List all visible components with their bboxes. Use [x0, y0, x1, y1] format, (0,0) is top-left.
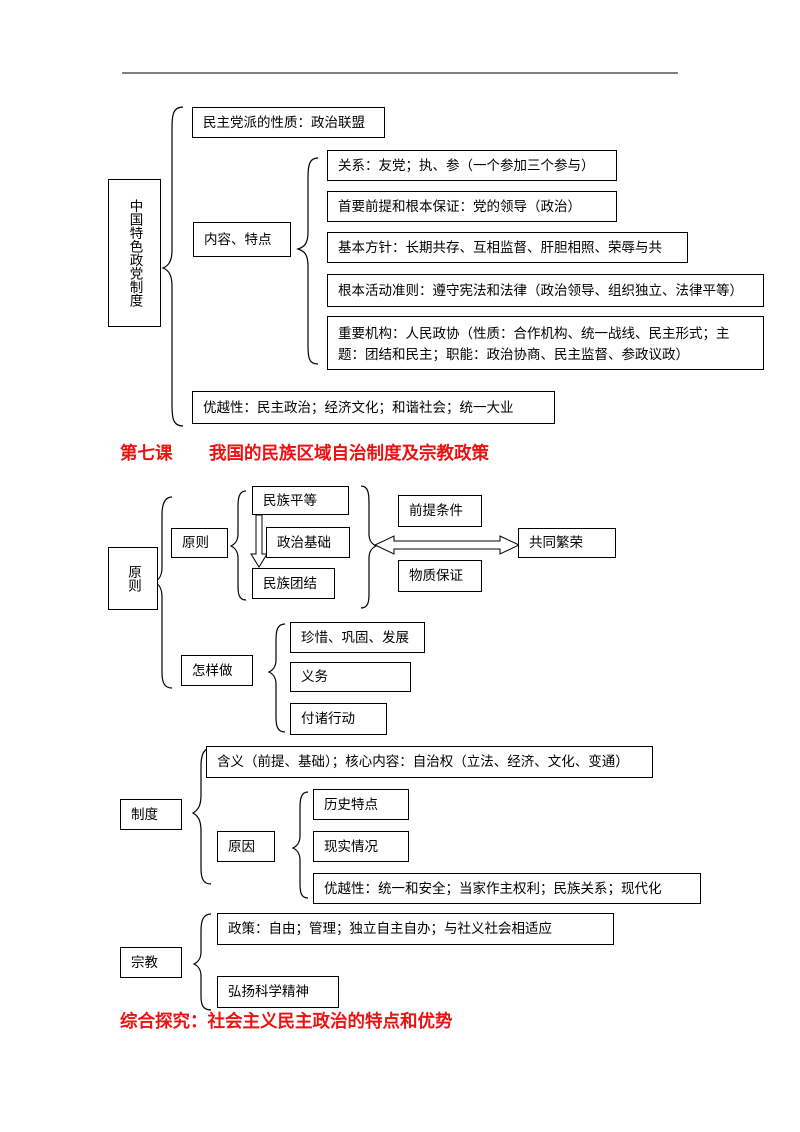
node-science-label: 弘扬科学精神 — [228, 984, 309, 1000]
node-advantage-label: 优越性：统一和安全；当家作主权利；民族关系；现代化 — [324, 880, 662, 897]
node-precondition-label: 前提条件 — [409, 503, 463, 519]
brace-how-items — [267, 623, 286, 733]
node-reality: 现实情况 — [313, 831, 409, 862]
node-nature: 民主党派的性质：政治联盟 — [192, 107, 385, 138]
root-principle: 原则 — [108, 547, 158, 610]
node-principle-label: 原则 — [182, 535, 209, 551]
node-reason: 原因 — [217, 831, 275, 862]
heading-lesson7: 第七课 我国的民族区域自治制度及宗教政策 — [120, 444, 490, 464]
root-party-system-label: 中国特色政党制度 — [126, 199, 143, 307]
node-how: 怎样做 — [181, 655, 253, 686]
node-prosperity: 共同繁荣 — [518, 528, 616, 558]
node-duty: 义务 — [290, 662, 411, 692]
node-action: 付诸行动 — [290, 703, 387, 735]
node-principle: 原则 — [171, 528, 228, 558]
root-principle-label: 原则 — [125, 565, 141, 592]
node-unity: 民族团结 — [252, 568, 335, 599]
brace-principle-items — [229, 490, 247, 601]
node-cppcc-label: 重要机构：人民政协（性质：合作机构、统一战线、民主形式；主题：团结和民主；职能：… — [338, 326, 730, 363]
node-meaning-label: 含义（前提、基础）；核心内容：自治权（立法、经济、文化、变通） — [217, 754, 629, 770]
node-unity-label: 民族团结 — [263, 575, 317, 592]
root-system: 制度 — [120, 799, 182, 830]
root-religion-label: 宗教 — [131, 954, 158, 971]
node-history-label: 历史特点 — [324, 796, 378, 813]
node-religion-policy-label: 政策：自由；管理；独立自主自办；与社义社会相适应 — [228, 921, 552, 937]
root-party-system: 中国特色政党制度 — [108, 179, 161, 327]
node-rule-label: 根本活动准则：遵守宪法和法律（政治领导、组织独立、法律平等） — [338, 282, 743, 299]
node-premise-label: 首要前提和根本保证：党的领导（政治） — [338, 198, 581, 215]
node-equality-label: 民族平等 — [263, 492, 317, 509]
node-content-label: 内容、特点 — [204, 231, 272, 248]
arrow-equality-to-unity — [250, 514, 268, 568]
node-religion-policy: 政策：自由；管理；独立自主自办；与社义社会相适应 — [217, 913, 614, 945]
node-advantage: 优越性：统一和安全；当家作主权利；民族关系；现代化 — [313, 873, 701, 904]
node-action-label: 付诸行动 — [301, 711, 355, 727]
node-reason-label: 原因 — [228, 838, 255, 855]
heading-synthesis: 综合探究：社会主义民主政治的特点和优势 — [120, 1012, 453, 1032]
node-material-label: 物质保证 — [409, 568, 463, 584]
brace-religion — [192, 913, 212, 1011]
node-policy-label: 基本方针：长期共存、互相监督、肝胆相照、荣辱与共 — [338, 239, 662, 256]
brace-content-items — [296, 157, 319, 365]
node-relation-label: 关系：友党；执、参（一个参加三个参与） — [338, 157, 595, 174]
node-premise: 首要前提和根本保证：党的领导（政治） — [327, 191, 617, 222]
node-meaning: 含义（前提、基础）；核心内容：自治权（立法、经济、文化、变通） — [206, 746, 653, 778]
node-prosperity-label: 共同繁荣 — [529, 535, 583, 551]
node-nature-label: 民主党派的性质：政治联盟 — [203, 114, 365, 131]
node-history: 历史特点 — [313, 789, 409, 820]
node-cppcc: 重要机构：人民政协（性质：合作机构、统一战线、民主形式；主题：团结和民主；职能：… — [327, 316, 764, 370]
brace-party-system — [161, 106, 184, 427]
node-superiority: 优越性：民主政治；经济文化；和谐社会；统一大业 — [192, 391, 555, 424]
node-science: 弘扬科学精神 — [217, 976, 339, 1008]
node-how-label: 怎样做 — [192, 662, 233, 679]
node-superiority-label: 优越性：民主政治；经济文化；和谐社会；统一大业 — [203, 399, 514, 416]
brace-reason-items — [291, 791, 309, 899]
node-relation: 关系：友党；执、参（一个参加三个参与） — [327, 150, 617, 181]
node-reality-label: 现实情况 — [324, 838, 378, 855]
node-cherish-label: 珍惜、巩固、发展 — [301, 629, 409, 646]
node-policy: 基本方针：长期共存、互相监督、肝胆相照、荣辱与共 — [327, 232, 688, 263]
node-cherish: 珍惜、巩固、发展 — [290, 622, 425, 653]
node-duty-label: 义务 — [301, 669, 328, 685]
node-equality: 民族平等 — [252, 486, 349, 515]
node-precondition: 前提条件 — [398, 495, 482, 527]
node-material: 物质保证 — [398, 560, 482, 592]
node-content: 内容、特点 — [193, 222, 291, 257]
brace-system — [191, 747, 212, 885]
node-rule: 根本活动准则：遵守宪法和法律（政治领导、组织独立、法律平等） — [327, 274, 764, 307]
node-political-basis-label: 政治基础 — [277, 534, 331, 551]
root-system-label: 制度 — [131, 806, 158, 823]
node-political-basis: 政治基础 — [266, 527, 350, 558]
brace-principle-right — [360, 485, 378, 609]
root-religion: 宗教 — [120, 947, 182, 978]
double-arrow — [373, 535, 521, 555]
